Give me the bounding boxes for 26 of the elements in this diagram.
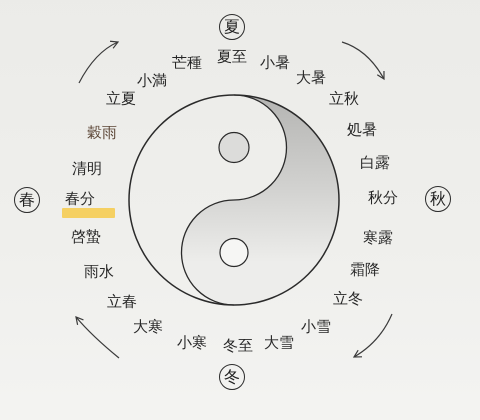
- solar-term-label: 立秋: [329, 92, 359, 106]
- solar-term-label: 寒露: [363, 230, 393, 246]
- solar-term-label: 春分: [65, 192, 95, 206]
- season-circle: 春: [14, 187, 40, 213]
- solar-term-label: 芒種: [172, 56, 202, 70]
- solar-term-label: 白露: [360, 156, 390, 170]
- solar-term-label: 立夏: [106, 92, 136, 106]
- solar-term-label: 大暑: [296, 70, 326, 86]
- solar-term-label: 立冬: [333, 292, 363, 306]
- solar-term-label: 小満: [137, 74, 167, 88]
- solar-term-label: 秋分: [368, 190, 398, 206]
- solar-term-label: 大寒: [133, 320, 163, 334]
- solar-term-label: 啓蟄: [71, 230, 101, 244]
- solar-term-label: 穀雨: [87, 126, 117, 140]
- season-circle: 冬: [219, 364, 245, 390]
- solar-term-label: 処暑: [347, 122, 377, 138]
- season-circle: 夏: [219, 14, 245, 40]
- solar-term-label: 清明: [72, 162, 102, 176]
- solar-term-label: 大雪: [264, 336, 294, 350]
- season-circle: 秋: [425, 186, 451, 212]
- solar-term-label: 小寒: [177, 336, 207, 350]
- solar-term-label: 雨水: [84, 264, 114, 280]
- solar-term-label: 霜降: [350, 262, 380, 278]
- solar-term-label: 小暑: [260, 56, 290, 70]
- solar-term-label: 小雪: [301, 320, 331, 334]
- solar-term-label: 立春: [107, 294, 137, 310]
